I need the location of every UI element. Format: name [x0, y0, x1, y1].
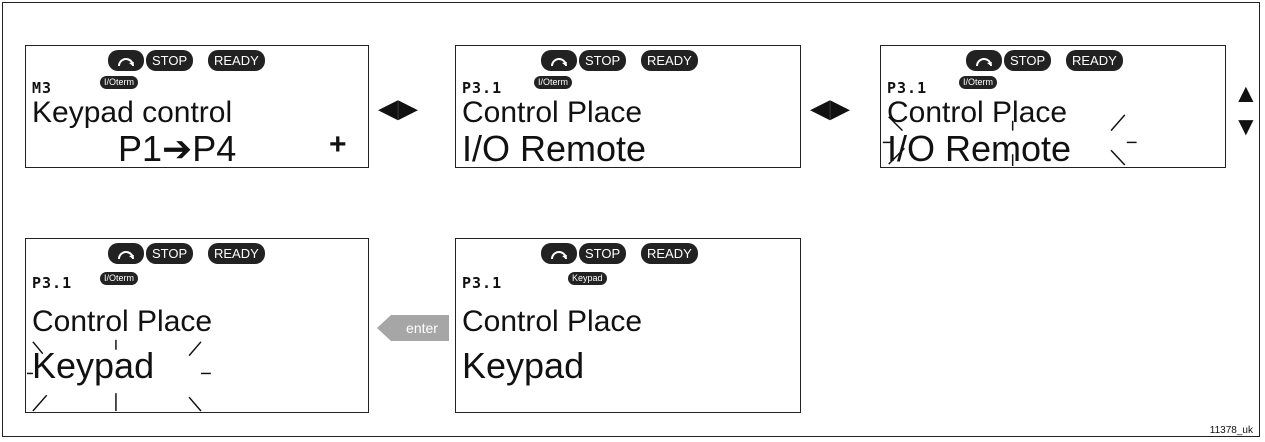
up-arrow-icon: ▲ — [1233, 78, 1259, 108]
rotation-indicator-icon — [541, 50, 577, 71]
parameter-code: P3.1 — [32, 274, 73, 292]
parameter-code: P3.1 — [462, 274, 503, 292]
diagram-frame — [2, 2, 1260, 437]
stop-indicator: STOP — [146, 50, 194, 71]
menu-range: P1➔P4 — [118, 128, 237, 169]
stop-indicator: STOP — [579, 243, 627, 264]
figure-id: 11378_uk — [1209, 425, 1253, 436]
ioterm-tag: I/Oterm — [100, 272, 139, 285]
parameter-value: Keypad — [462, 345, 585, 386]
rotation-indicator-icon — [966, 50, 1002, 71]
keypad-display-p31-keypad-blinking: STOP READY P3.1 I/Oterm Control Place Ke… — [25, 238, 369, 413]
rotation-indicator-icon — [108, 243, 144, 264]
parameter-value: I/O Remote — [462, 128, 647, 169]
down-arrow-icon: ▼ — [1233, 111, 1259, 141]
keypad-display-p31-remote: STOP READY P3.1 I/Oterm Control Place I/… — [455, 45, 801, 169]
parameter-name: Control Place — [462, 305, 643, 338]
rotation-indicator-icon — [108, 50, 144, 71]
stop-indicator: STOP — [146, 243, 194, 264]
enter-button: enter — [377, 315, 449, 341]
enter-label: enter — [406, 320, 438, 336]
stop-indicator: STOP — [579, 50, 627, 71]
keypad-tag: Keypad — [568, 272, 607, 285]
ready-indicator: READY — [641, 243, 698, 264]
parameter-name: Control Place — [32, 305, 213, 338]
parameter-name: Control Place — [887, 96, 1068, 129]
parameter-value: Keypad — [32, 345, 155, 386]
ioterm-tag: I/Oterm — [959, 76, 998, 89]
submenu-indicator: + — [329, 128, 347, 161]
menu-code: M3 — [32, 79, 53, 97]
parameter-code: P3.1 — [462, 79, 503, 97]
keypad-display-p31-keypad: STOP READY P3.1 Keypad Control Place Key… — [455, 238, 801, 413]
keypad-display-p31-remote-blinking: STOP READY P3.1 I/Oterm Control Place I/… — [880, 45, 1226, 169]
ready-indicator: READY — [1066, 50, 1123, 71]
parameter-code: P3.1 — [887, 79, 928, 97]
stop-indicator: STOP — [1004, 50, 1052, 71]
ioterm-tag: I/Oterm — [100, 76, 139, 89]
left-right-arrows-icon: ◀▶ — [810, 93, 850, 123]
parameter-name: Control Place — [462, 96, 643, 129]
ioterm-tag: I/Oterm — [534, 76, 573, 89]
ready-indicator: READY — [208, 50, 265, 71]
ready-indicator: READY — [208, 243, 265, 264]
ready-indicator: READY — [641, 50, 698, 71]
menu-title: Keypad control — [32, 96, 233, 129]
left-right-arrows-icon: ◀▶ — [378, 93, 418, 123]
parameter-value: I/O Remote — [887, 128, 1072, 169]
rotation-indicator-icon — [541, 243, 577, 264]
keypad-display-m3: STOP READY M3 I/Oterm Keypad control P1➔… — [25, 45, 369, 169]
